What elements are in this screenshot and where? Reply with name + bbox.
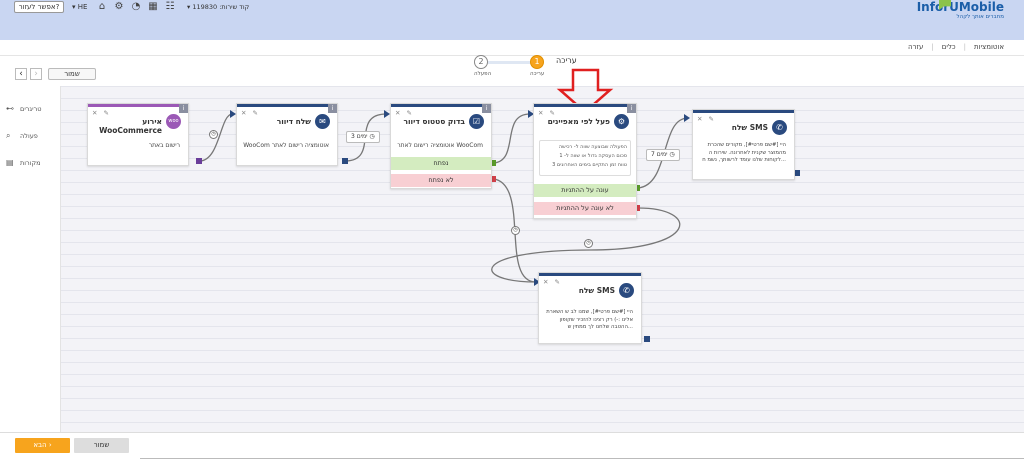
node-bar [534,104,636,107]
info-icon[interactable]: i [482,104,491,113]
chat-icon: ✆ [772,120,787,135]
node-send-mail[interactable]: ✕ ✎ i ✉ שלח דיוור WooCom אוטומציה רישום … [236,103,338,166]
grid-icon[interactable]: ▦ [148,1,158,12]
next-label: הבא [33,441,47,449]
logo-mark-icon [939,0,951,10]
step-1[interactable]: 1 [530,55,544,69]
sidebar-item-label: טריגרים [20,105,42,113]
step-1-label: עריכה [530,71,545,77]
delay-tag-3-days[interactable]: 3 ימים ◷ [346,131,380,143]
side-panel: ⊷ טריגרים ⌕ פעולה ▤ מקורות [0,86,61,432]
prev-arrow-button[interactable]: ‹ [15,68,27,80]
branch-matches[interactable]: עונה על ההתניות [534,184,636,197]
node-title: פעל לפי מאפיינים [547,117,610,126]
nav-separator: | [931,43,934,51]
logo-tagline: מחברים אותך לקהל [956,14,1004,20]
save-button-top[interactable]: שמור [48,68,96,80]
search-icon: ⌕ [6,131,11,140]
clock-icon[interactable]: ◷ [584,239,593,248]
node-body: רישום באתר [148,142,180,149]
node-tools[interactable]: ✕ ✎ [395,109,414,117]
node-send-sms-1[interactable]: ✕ ✎ ✆ שלח SMS היי [#שם פרטי#], מקורים שה… [692,109,795,180]
info-icon[interactable]: i [179,104,188,113]
condition-line: טווח זמן התקיים בימים האחרונים 3 [552,162,627,168]
nav-separator: | [963,43,966,51]
node-title: שלח דיוור [276,117,311,126]
sidebar-item-triggers[interactable]: ⊷ טריגרים [6,104,56,116]
node-body: WooCom אוטומציה רישום לאתר [243,142,329,149]
gauge-icon[interactable]: ◔ [131,1,141,12]
node-bar [237,104,337,107]
node-bar [539,273,641,276]
info-icon[interactable]: i [627,104,636,113]
node-filter-properties[interactable]: ✕ ✎ i ⚙ פעל לפי מאפיינים הפעולה שבוצעה ש… [533,103,637,219]
mail-icon: ✉ [315,114,330,129]
condition-line: סכום העסקה גדול או שווה ל- 1 [559,153,627,159]
node-title: שלח SMS [578,286,615,295]
nav-item-tools[interactable]: כלים [941,43,956,51]
delay-tag-7-days[interactable]: 7 ימים ◷ [646,149,680,161]
node-body: אוטומציה רישום לאתר WooCom [397,142,483,149]
conditions-box: הפעולה שבוצעה שווה ל- רכישה סכום העסקה ג… [539,140,631,176]
document-icon: ▤ [6,158,14,167]
stepper-title: עריכה [556,56,577,65]
step-2[interactable]: 2 [474,55,488,69]
clock-icon[interactable]: ◷ [209,130,218,139]
sidebar-item-label: מקורות [20,159,41,167]
chat-icon: ✆ [619,283,634,298]
users-icon[interactable]: ☷ [165,1,175,12]
home-icon[interactable]: ⌂ [98,1,106,12]
sidebar-item-label: פעולה [20,132,38,140]
check-icon: ☑ [469,114,484,129]
next-button[interactable]: הבא › [15,438,70,453]
save-button[interactable]: שמור [74,438,129,453]
toggle-icon: ⊷ [6,104,14,113]
account-selector[interactable]: ▾ קוד שירות: 119830 [187,3,250,11]
node-title: אירוע WooCommerce [99,117,162,135]
top-bar: אפשר לעזור? ▾ HE ⌂ ⚙ ◔ ▦ ☷ ▾ קוד שירות: … [0,0,1024,40]
language-selector[interactable]: ▾ HE [72,3,88,11]
help-button[interactable]: אפשר לעזור? [14,1,64,13]
node-woocommerce-event[interactable]: ✕ ✎ i woo אירוע WooCommerce רישום באתר [87,103,189,166]
condition-line: הפעולה שבוצעה שווה ל- רכישה [558,144,627,150]
logo-text: InforUMobile [916,0,1004,14]
node-bar [391,104,491,107]
node-send-sms-2[interactable]: ✕ ✎ ✆ שלח SMS היי [#שם פרטי#], שמנו לב ש… [538,272,642,344]
node-title: שלח SMS [731,123,768,132]
node-tools[interactable]: ✕ ✎ [92,109,111,117]
filter-icon: ⚙ [614,114,629,129]
gear-icon[interactable]: ⚙ [114,1,124,12]
node-tools[interactable]: ✕ ✎ [538,109,557,117]
nav-row: אוטומציות | כלים | עזרה [0,40,1024,56]
node-title: בדוק סטטוס דיוור [403,117,465,126]
logo: InforUMobile מחברים אותך לקהל [917,0,1004,20]
nav-item-help[interactable]: עזרה [908,43,924,51]
footer-bar [0,432,1024,459]
node-tools[interactable]: ✕ ✎ [543,278,562,286]
next-arrow-button[interactable]: › [30,68,42,80]
node-check-mail-status[interactable]: ✕ ✎ i ☑ בדוק סטטוס דיוור אוטומציה רישום … [390,103,492,189]
sidebar-item-action[interactable]: ⌕ פעולה [6,131,56,143]
language-label: HE [77,3,88,11]
node-bar [693,110,794,113]
node-tools[interactable]: ✕ ✎ [241,109,260,117]
branch-not-opened[interactable]: לא נפתח [391,174,491,187]
step-2-label: הפעלה [474,71,492,77]
node-bar [88,104,188,107]
stepper-line [488,61,530,64]
node-body: היי [#שם פרטי#], שמנו לב ש השארת אלינו :… [546,309,633,330]
branch-not-matches[interactable]: לא עונה על ההתניות [534,202,636,215]
node-body: היי [#שם פרטי#], מקורים שהכרת מהמוצר שקנ… [702,142,786,163]
info-icon[interactable]: i [328,104,337,113]
nav-item-automations[interactable]: אוטומציות [973,43,1004,51]
account-label: קוד שירות: 119830 [192,3,250,11]
node-tools[interactable]: ✕ ✎ [697,115,716,123]
delay-label: 3 ימים [351,133,368,140]
delay-label: 7 ימים [651,151,668,158]
clock-icon[interactable]: ◷ [511,226,520,235]
sidebar-item-sources[interactable]: ▤ מקורות [6,158,56,170]
woocommerce-icon: woo [166,114,181,129]
branch-opened[interactable]: נפתח [391,157,491,170]
